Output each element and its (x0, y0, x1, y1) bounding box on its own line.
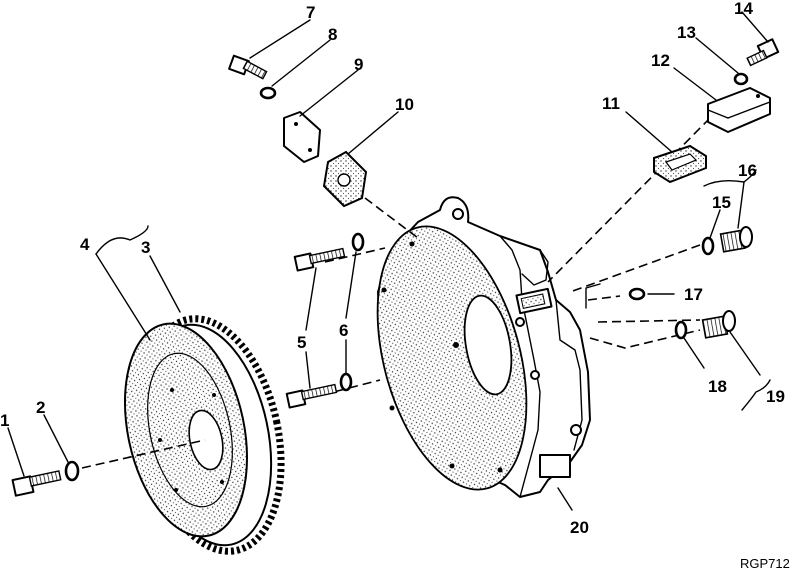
callout-19: 19 (766, 387, 785, 406)
callout-8: 8 (328, 25, 337, 44)
plug-part-16 (719, 226, 753, 253)
washer-part-13 (733, 72, 749, 86)
cap-screw-part-5 (285, 247, 346, 409)
callout-4: 4 (80, 235, 90, 254)
callout-17: 17 (684, 285, 703, 304)
callout-1: 1 (0, 411, 9, 430)
washer-part-6 (339, 232, 365, 392)
leader-lines (7, 11, 771, 511)
callout-18: 18 (708, 377, 727, 396)
callout-2: 2 (36, 398, 45, 417)
o-ring-part-15 (701, 236, 715, 256)
callout-10: 10 (395, 95, 414, 114)
cap-screw-part-14 (746, 38, 780, 67)
callout-3: 3 (141, 238, 150, 257)
callout-6: 6 (339, 321, 348, 340)
cap-screw-part-7 (228, 54, 268, 80)
callout-7: 7 (306, 3, 315, 22)
callout-14: 14 (734, 0, 753, 18)
callout-13: 13 (677, 23, 696, 42)
callout-12: 12 (651, 51, 670, 70)
gasket-part-10 (322, 150, 368, 208)
callout-15: 15 (712, 193, 731, 212)
callout-9: 9 (354, 55, 363, 74)
washer-part-2 (64, 460, 80, 482)
callout-11: 11 (602, 94, 620, 113)
callout-5: 5 (297, 333, 306, 352)
flywheel (123, 315, 285, 555)
o-ring-part-18 (674, 320, 688, 340)
plug-part-19 (701, 310, 736, 339)
gasket-part-11 (653, 144, 707, 184)
cover-plate-part-12 (707, 87, 771, 133)
o-ring-part-17 (628, 287, 646, 301)
cap-screw-part-1 (11, 470, 62, 497)
flywheel-housing (376, 196, 591, 498)
figure-reference-code: RGP712 (740, 556, 790, 571)
washer-part-8 (259, 86, 277, 100)
callout-20: 20 (570, 518, 589, 537)
cover-plate-part-9 (283, 111, 321, 163)
callout-16: 16 (738, 161, 757, 180)
